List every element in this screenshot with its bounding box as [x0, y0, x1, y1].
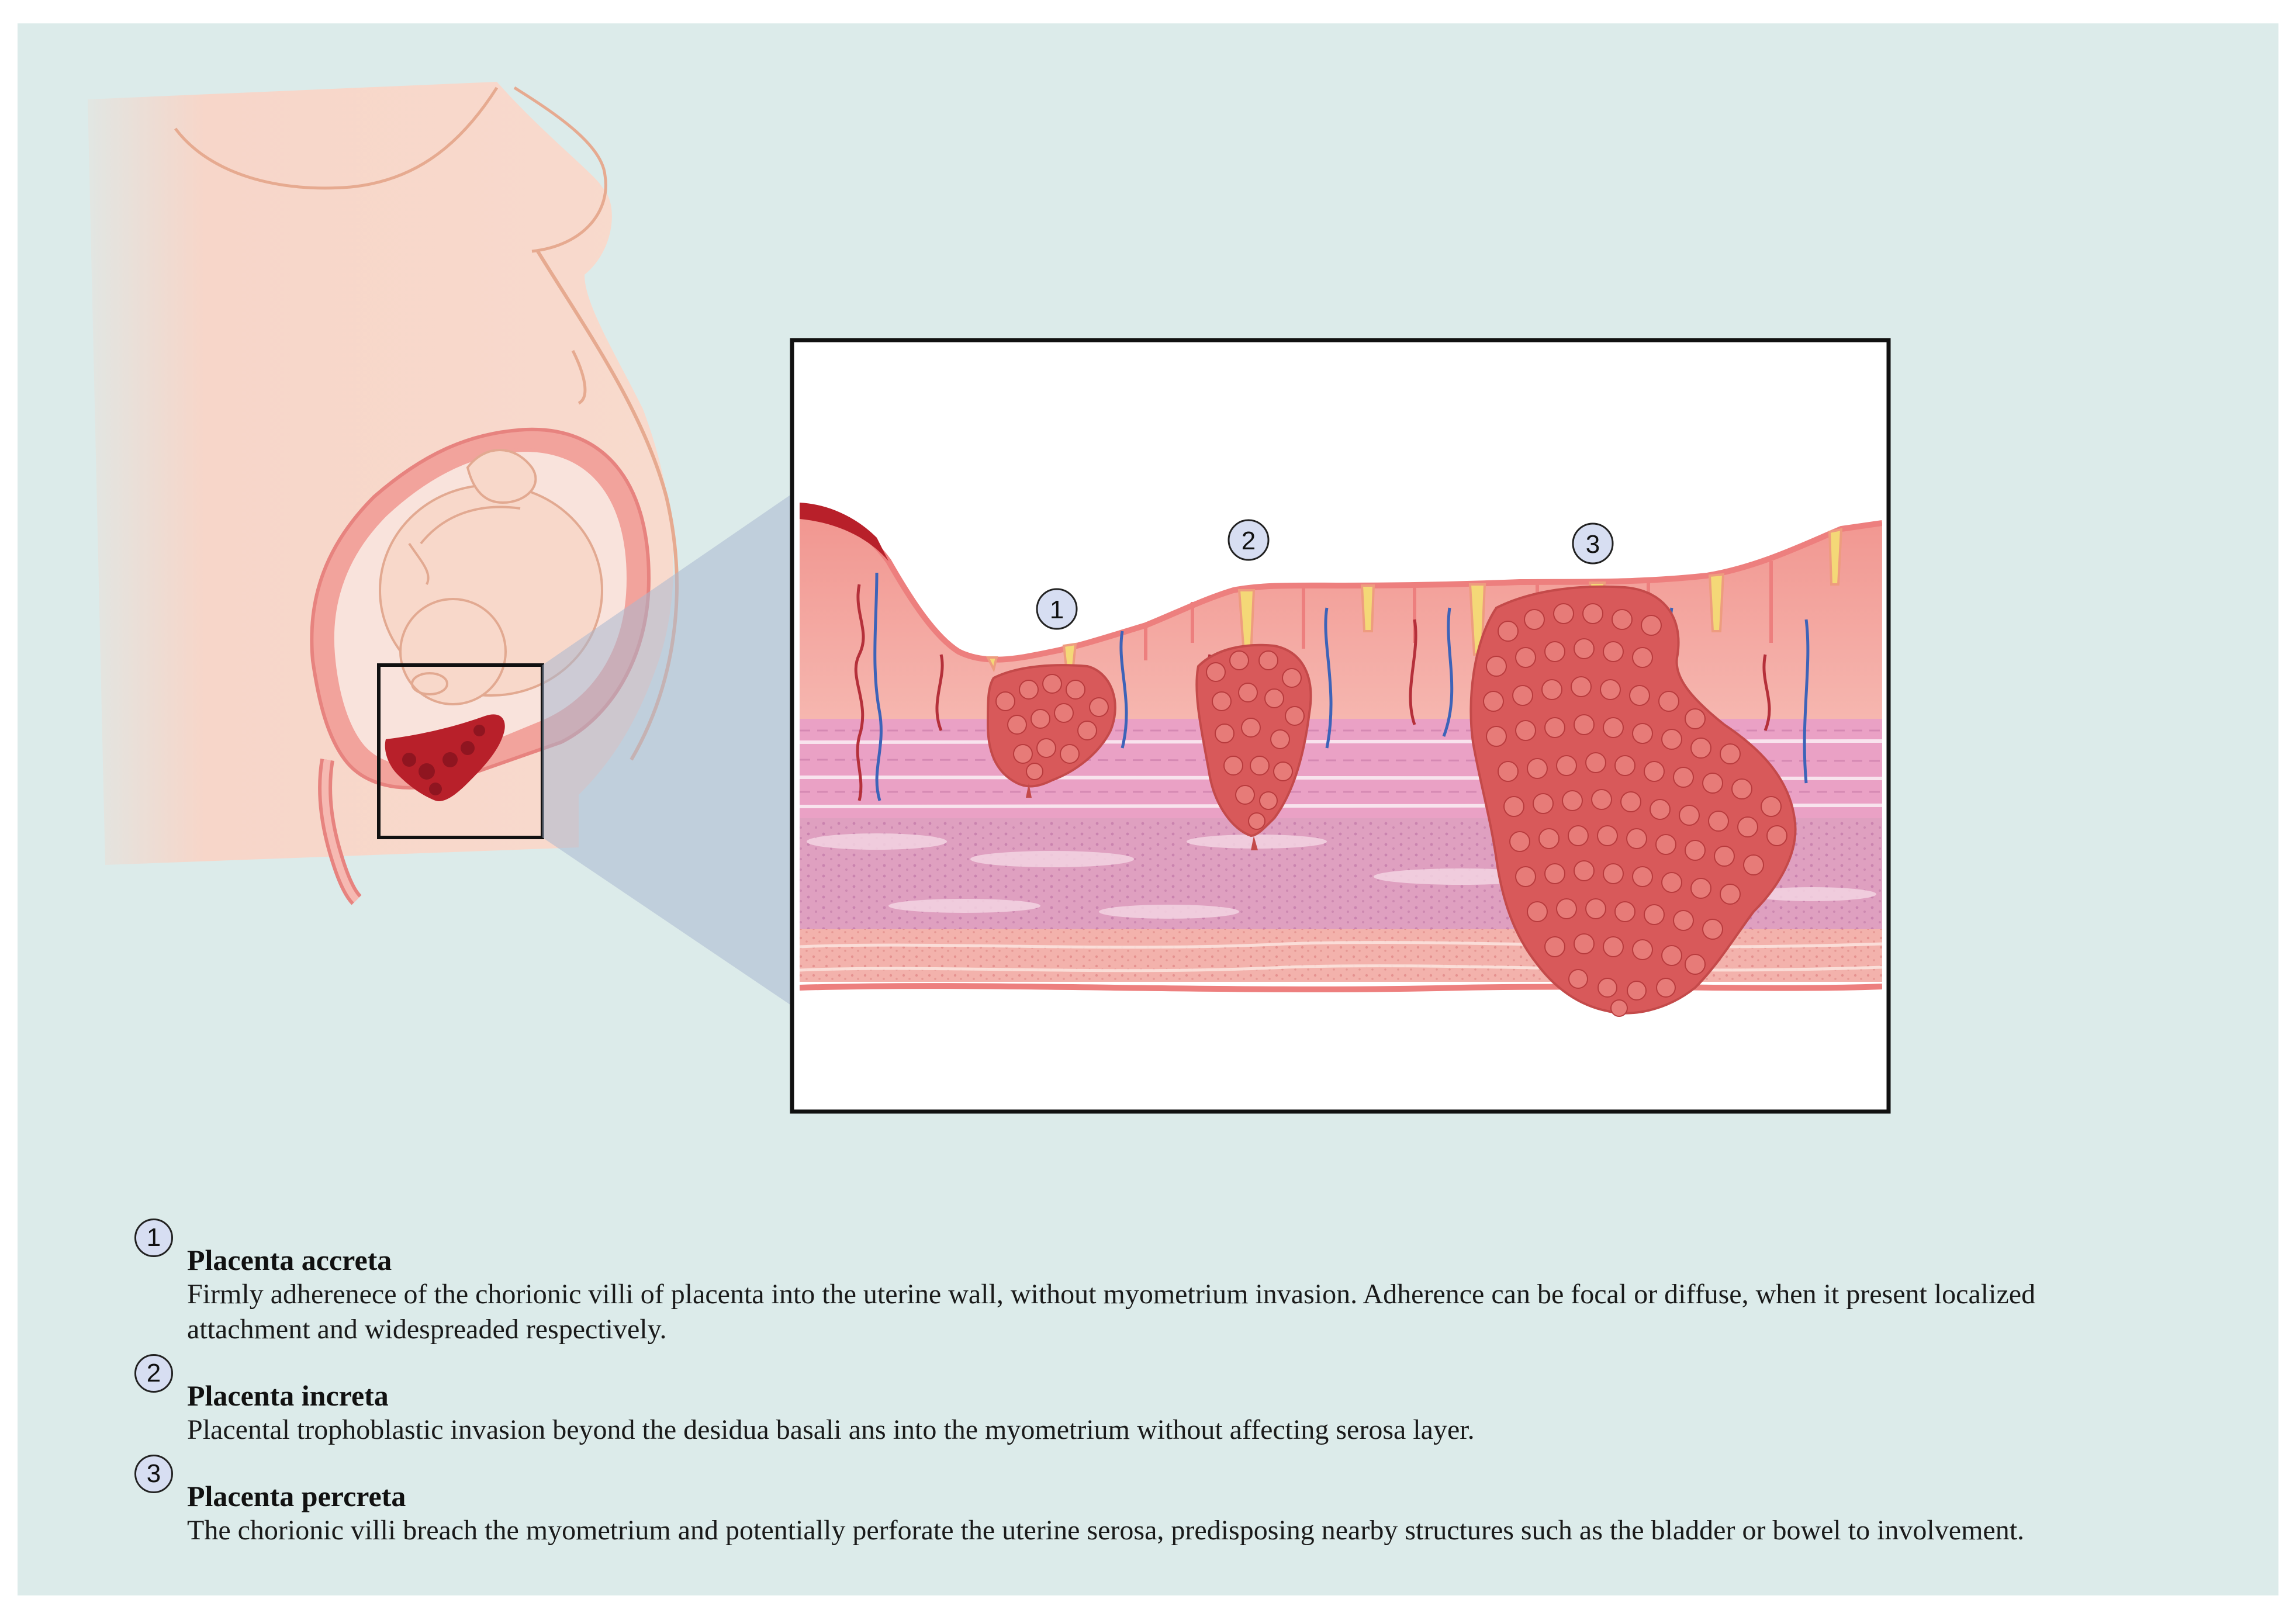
legend-item-increta: 2 Placenta increta Placental trophoblast… — [134, 1354, 2122, 1448]
uterine-wall-cross-section — [800, 503, 1882, 1017]
invasion-increta — [1195, 643, 1312, 850]
legend-description: The chorionic villi breach the myometriu… — [187, 1515, 2025, 1546]
svg-text:3: 3 — [1586, 530, 1600, 559]
legend-item-accreta: 1 Placenta accreta Firmly adherenece of … — [134, 1219, 2122, 1347]
invasion-accreta — [986, 664, 1116, 798]
circle-number-icon: 2 — [134, 1354, 173, 1393]
svg-text:1: 1 — [1050, 596, 1064, 624]
svg-text:2: 2 — [1242, 527, 1256, 555]
callout-2: 2 — [1227, 519, 1270, 561]
callout-markers: 1 2 3 — [1036, 519, 1614, 630]
legend: 1 Placenta accreta Firmly adherenece of … — [134, 1219, 2122, 1555]
legend-title: Placenta increta — [187, 1379, 389, 1412]
circle-number-icon: 1 — [134, 1219, 173, 1257]
legend-title: Placenta percreta — [187, 1480, 406, 1512]
legend-title: Placenta accreta — [187, 1244, 392, 1276]
legend-item-percreta: 3 Placenta percreta The chorionic villi … — [134, 1455, 2122, 1548]
legend-description: Firmly adherenece of the chorionic villi… — [187, 1279, 2036, 1345]
circle-number-icon: 3 — [134, 1455, 173, 1493]
zoom-connector — [542, 489, 800, 1011]
callout-3: 3 — [1572, 522, 1614, 565]
legend-description: Placental trophoblastic invasion beyond … — [187, 1414, 1475, 1445]
invasion-percreta — [1469, 585, 1797, 1017]
callout-1: 1 — [1036, 588, 1078, 630]
